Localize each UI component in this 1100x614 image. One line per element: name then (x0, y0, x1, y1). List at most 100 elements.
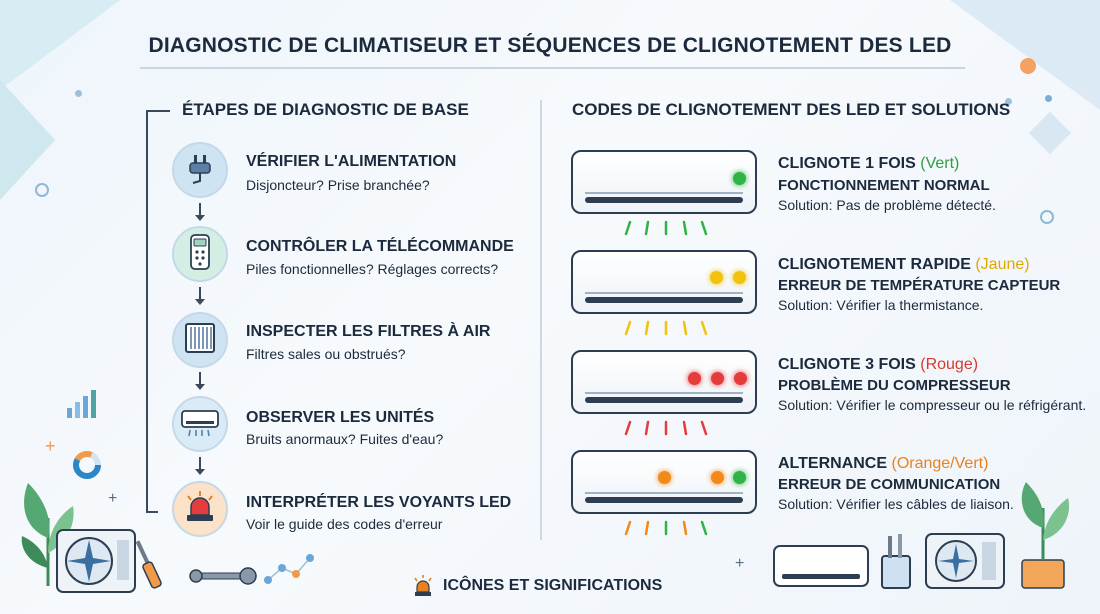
page-title: DIAGNOSTIC DE CLIMATISEUR ET SÉQUENCES D… (148, 34, 952, 57)
steps-bracket (146, 110, 158, 513)
warning-light-icon (182, 489, 218, 530)
warning-light-icon (412, 574, 434, 603)
ac-vent (585, 292, 743, 294)
indoor-unit-icon (772, 544, 870, 595)
code-4-solution: Solution: Vérifier les câbles de liaison… (778, 496, 1014, 512)
step-5-icon-badge (172, 481, 228, 537)
airflow-lines (620, 220, 710, 243)
airflow-lines (620, 320, 710, 343)
ac-vent (585, 397, 743, 403)
step-3-icon-badge (172, 312, 228, 368)
ac-unit-illustration (571, 150, 757, 214)
footer-label: ICÔNES ET SIGNIFICATIONS (443, 577, 663, 594)
screwdriver-icon (135, 538, 175, 599)
outdoor-unit-icon (55, 528, 137, 603)
code-2-status: ERREUR DE TEMPÉRATURE CAPTEUR (778, 277, 1061, 294)
left-section-heading: ÉTAPES DE DIAGNOSTIC DE BASE (182, 100, 469, 119)
status-led (711, 471, 724, 484)
step-1-title: VÉRIFIER L'ALIMENTATION (246, 153, 457, 170)
step-4-desc: Bruits anormaux? Fuites d'eau? (246, 431, 444, 447)
step-1-desc: Disjoncteur? Prise branchée? (246, 177, 430, 193)
code-1-color-label: (Vert) (920, 155, 960, 172)
airflow-lines (620, 420, 710, 443)
plus-icon: + (108, 490, 118, 507)
ac-vent (585, 192, 743, 194)
code-4-color-label: (Orange/Vert) (891, 455, 989, 472)
code-1-solution: Solution: Pas de problème détecté. (778, 197, 996, 213)
decorative-dot (75, 90, 82, 97)
decorative-shape (0, 0, 120, 90)
plus-icon: + (735, 555, 745, 572)
step-4-icon-badge (172, 396, 228, 452)
code-2-pattern: CLIGNOTEMENT RAPIDE (778, 256, 971, 273)
step-arrow (195, 203, 205, 221)
decorative-dot (1005, 98, 1012, 105)
status-led (711, 372, 724, 385)
code-4-status: ERREUR DE COMMUNICATION (778, 476, 1001, 493)
status-led (733, 471, 746, 484)
decorative-dot (1045, 95, 1052, 102)
decorative-shape (950, 0, 1100, 110)
decorative-diamond (1028, 111, 1072, 155)
decorative-ring (35, 183, 49, 197)
code-2-solution: Solution: Vérifier la thermistance. (778, 297, 984, 313)
step-2-title: CONTRÔLER LA TÉLÉCOMMANDE (246, 238, 514, 255)
status-led (733, 172, 746, 185)
wrench-icon (188, 566, 258, 591)
step-2-icon-badge (172, 226, 228, 282)
status-led (734, 372, 747, 385)
code-4-title: ALTERNANCE (Orange/Vert) (778, 455, 988, 473)
code-3-title: CLIGNOTE 3 FOIS (Rouge) (778, 356, 978, 374)
power-plug-icon (183, 151, 217, 190)
plant-icon (1010, 478, 1076, 595)
column-divider (540, 100, 542, 540)
ac-unit-icon (180, 405, 220, 444)
connected-dots-icon (262, 548, 317, 593)
ac-vent (585, 197, 743, 203)
status-led (658, 471, 671, 484)
code-4-pattern: ALTERNANCE (778, 455, 888, 472)
status-led (710, 271, 723, 284)
plus-icon: + (45, 436, 56, 456)
step-5-title: INTERPRÉTER LES VOYANTS LED (246, 494, 512, 511)
air-filter-icon (183, 321, 217, 360)
title-divider (140, 67, 965, 69)
ac-unit-illustration (571, 350, 757, 414)
code-2-title: CLIGNOTEMENT RAPIDE (Jaune) (778, 256, 1030, 274)
step-2-desc: Piles fonctionnelles? Réglages corrects? (246, 261, 499, 277)
step-arrow (195, 457, 205, 475)
code-3-pattern: CLIGNOTE 3 FOIS (778, 356, 916, 373)
decorative-ring (1040, 210, 1054, 224)
step-3-desc: Filtres sales ou obstrués? (246, 346, 406, 362)
step-arrow (195, 287, 205, 305)
ac-vent (585, 297, 743, 303)
code-3-solution: Solution: Vérifier le compresseur ou le … (778, 397, 1087, 413)
status-led (688, 372, 701, 385)
step-5-desc: Voir le guide des codes d'erreur (246, 516, 443, 532)
ac-vent (585, 497, 743, 503)
ac-vent (585, 492, 743, 494)
decorative-dot (1020, 58, 1036, 74)
step-1-icon-badge (172, 142, 228, 198)
remote-control-icon (185, 233, 215, 276)
code-2-color-label: (Jaune) (975, 256, 1030, 273)
ac-vent (585, 392, 743, 394)
code-1-pattern: CLIGNOTE 1 FOIS (778, 155, 916, 172)
code-3-status: PROBLÈME DU COMPRESSEUR (778, 377, 1011, 394)
code-1-status: FONCTIONNEMENT NORMAL (778, 177, 990, 194)
step-3-title: INSPECTER LES FILTRES À AIR (246, 323, 491, 340)
airflow-lines (620, 520, 710, 543)
outdoor-unit-icon (924, 532, 1006, 595)
code-1-title: CLIGNOTE 1 FOIS (Vert) (778, 155, 959, 173)
right-section-heading: CODES DE CLIGNOTEMENT DES LED ET SOLUTIO… (572, 100, 1011, 119)
ac-unit-illustration (571, 450, 757, 514)
step-arrow (195, 372, 205, 390)
tool-cup-icon (876, 532, 916, 595)
ac-unit-illustration (571, 250, 757, 314)
donut-chart-icon (72, 450, 102, 485)
bar-chart-icon (65, 386, 105, 420)
decorative-shape (0, 80, 55, 200)
code-3-color-label: (Rouge) (920, 356, 979, 373)
status-led (733, 271, 746, 284)
step-4-title: OBSERVER LES UNITÉS (246, 409, 435, 426)
